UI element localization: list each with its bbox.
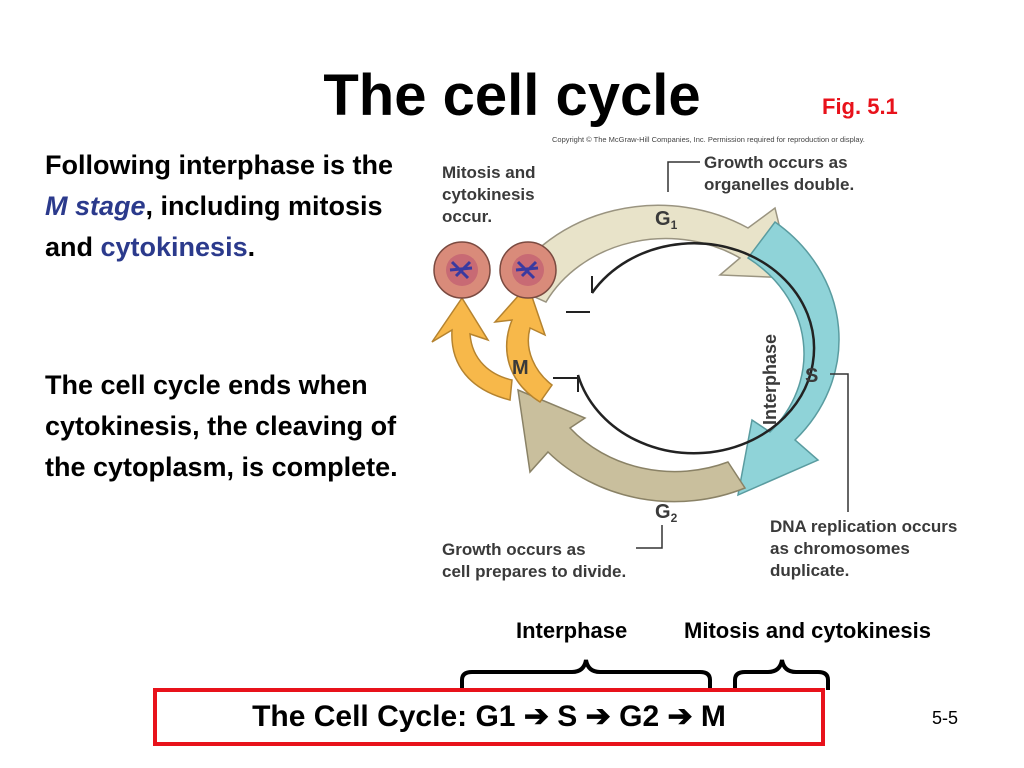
g1-leader-line: [667, 161, 700, 192]
m-arrow-left: [431, 296, 513, 401]
s-note: DNA replication occurs as chromosomes du…: [770, 517, 962, 580]
paragraph-cycle-end: The cell cycle ends when cytokinesis, th…: [45, 370, 398, 482]
figure-label: Fig. 5.1: [822, 94, 898, 119]
summary-text: The Cell Cycle: G1 ➔ S ➔ G2 ➔ M: [252, 700, 726, 733]
inner-cycle-ring: [576, 242, 816, 455]
m-stage-term: M stage: [45, 191, 146, 221]
s-arrow: [737, 220, 840, 497]
interphase-label: Interphase: [516, 618, 628, 643]
mitosis-cytokinesis-label: Mitosis and cytokinesis: [684, 618, 931, 643]
paragraph-text: .: [247, 232, 256, 262]
summary-box: [153, 688, 825, 746]
s-label: S: [805, 365, 818, 387]
g1-note: Growth occurs as organelles double.: [704, 153, 854, 194]
g2-leader-line: [636, 525, 663, 549]
g2-note: Growth occurs as cell prepares to divide…: [442, 540, 626, 581]
interphase-ring-label: Interphase: [760, 334, 780, 425]
mitosis-note: Mitosis and cytokinesis occur.: [442, 163, 540, 226]
m-arrow-right: [493, 283, 554, 404]
m-label: M: [512, 357, 529, 379]
page-number: 5-5: [932, 708, 959, 728]
g1-label: G1: [655, 208, 678, 232]
dividing-cell-2: [499, 241, 557, 299]
cytokinesis-term: cytokinesis: [100, 232, 248, 262]
interphase-brace: [460, 659, 712, 690]
copyright-note: Copyright © The McGraw-Hill Companies, I…: [552, 135, 865, 144]
dividing-cell-1: [433, 241, 491, 299]
g2-label: G2: [655, 501, 678, 525]
g2-arrow: [517, 388, 747, 503]
cell-cycle-diagram: G1 G2 S M Interphase Mitosis and cytokin…: [431, 153, 962, 581]
slide-title: The cell cycle: [323, 63, 701, 128]
paragraph-text: , including mitosis and: [45, 191, 383, 262]
s-leader-line: [830, 373, 849, 512]
paragraph-text: Following interphase is the: [45, 150, 394, 180]
mitosis-brace: [733, 659, 830, 690]
paragraph-m-stage: Following interphase is the M stage, inc…: [45, 145, 415, 268]
